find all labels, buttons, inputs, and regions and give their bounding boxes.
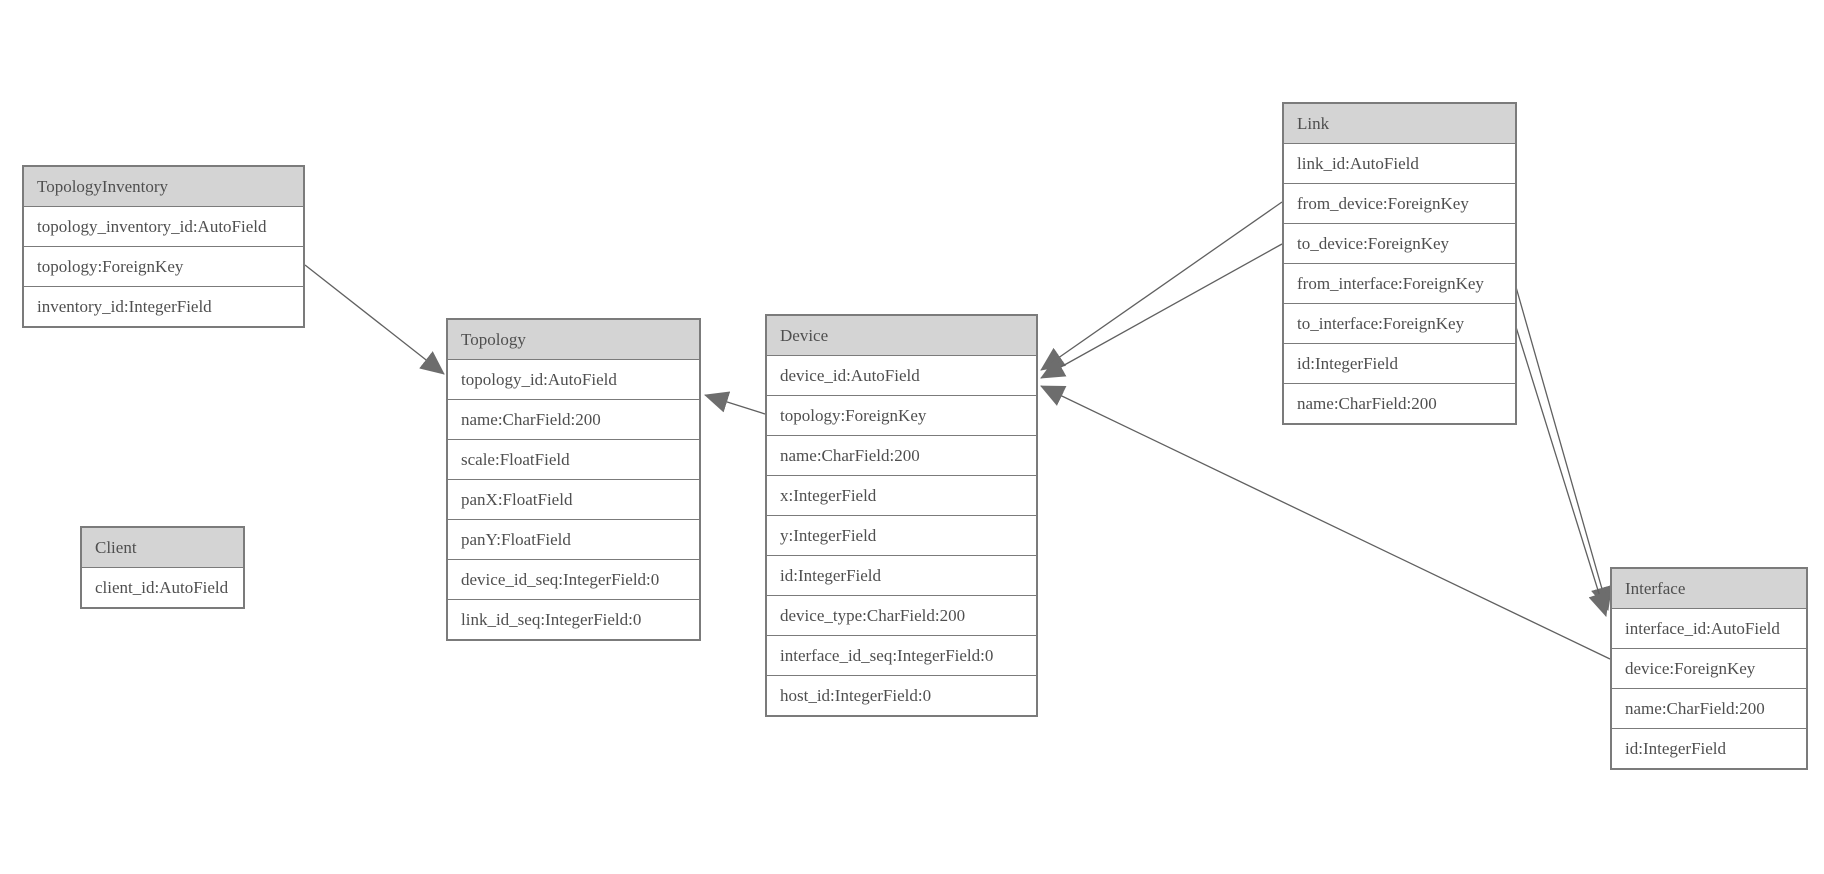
fk-edge-link-to-device <box>1040 243 1283 379</box>
entity-field-row: name:CharField:200 <box>767 436 1036 476</box>
entity-field-row: name:CharField:200 <box>1612 689 1806 729</box>
entity-field-row: topology_inventory_id:AutoField <box>24 207 303 247</box>
entity-field-row: panY:FloatField <box>448 520 699 560</box>
entity-field-row: device:ForeignKey <box>1612 649 1806 689</box>
fk-edge-link-to-interface <box>1515 326 1610 617</box>
entity-field-row: name:CharField:200 <box>448 400 699 440</box>
entity-field-row: scale:FloatField <box>448 440 699 480</box>
entity-field-row: link_id_seq:IntegerField:0 <box>448 600 699 639</box>
entity-title: Topology <box>448 320 699 360</box>
entity-field-row: interface_id:AutoField <box>1612 609 1806 649</box>
fk-edge-topologyinventory-topology <box>304 264 445 375</box>
entity-field-row: topology:ForeignKey <box>767 396 1036 436</box>
fk-edge-device-topology <box>704 391 766 415</box>
entity-field-row: y:IntegerField <box>767 516 1036 556</box>
entity-field-row: topology_id:AutoField <box>448 360 699 400</box>
entity-field-row: interface_id_seq:IntegerField:0 <box>767 636 1036 676</box>
entity-field-row: name:CharField:200 <box>1284 384 1515 423</box>
entity-field-row: device_id_seq:IntegerField:0 <box>448 560 699 600</box>
fk-edge-interface-device <box>1040 385 1611 660</box>
entity-title: Client <box>82 528 243 568</box>
entity-title: Link <box>1284 104 1515 144</box>
entity-field-row: from_interface:ForeignKey <box>1284 264 1515 304</box>
entity-field-row: x:IntegerField <box>767 476 1036 516</box>
entity-field-row: device_id:AutoField <box>767 356 1036 396</box>
entity-field-row: to_device:ForeignKey <box>1284 224 1515 264</box>
entity-field-row: link_id:AutoField <box>1284 144 1515 184</box>
entity-field-row: id:IntegerField <box>1284 344 1515 384</box>
entity-field-row: from_device:ForeignKey <box>1284 184 1515 224</box>
entity-title: TopologyInventory <box>24 167 303 207</box>
fk-edge-link-from-interface <box>1515 286 1613 611</box>
entity-field-row: device_type:CharField:200 <box>767 596 1036 636</box>
entity-field-row: client_id:AutoField <box>82 568 243 607</box>
entity-field-row: id:IntegerField <box>1612 729 1806 768</box>
entity-field-row: panX:FloatField <box>448 480 699 520</box>
entity-field-row: host_id:IntegerField:0 <box>767 676 1036 715</box>
entity-field-row: topology:ForeignKey <box>24 247 303 287</box>
fk-edge-link-from-device <box>1040 201 1283 371</box>
entity-field-row: id:IntegerField <box>767 556 1036 596</box>
entity-field-row: inventory_id:IntegerField <box>24 287 303 326</box>
entity-title: Device <box>767 316 1036 356</box>
entity-field-row: to_interface:ForeignKey <box>1284 304 1515 344</box>
entity-title: Interface <box>1612 569 1806 609</box>
